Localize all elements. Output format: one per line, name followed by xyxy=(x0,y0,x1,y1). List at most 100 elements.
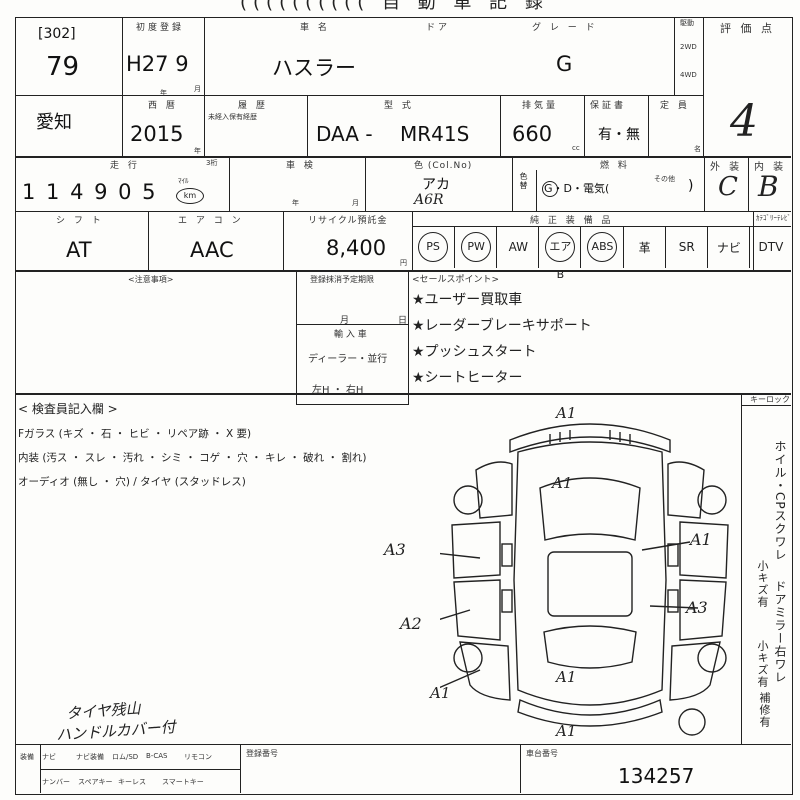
rule xyxy=(500,95,501,156)
color-code: A6R xyxy=(414,192,444,208)
year-value: 2015 xyxy=(130,122,184,146)
door-label: ドア xyxy=(426,23,451,33)
right-rear-fender xyxy=(669,641,721,701)
equipment-item-label: DTV xyxy=(758,240,784,254)
mileage-label: 走 行 xyxy=(110,161,140,171)
rule xyxy=(741,405,791,406)
first-reg-value: H27 9 xyxy=(126,52,189,76)
bottom-option-label: ロム/SD xyxy=(112,753,139,761)
keylock-label: キーロック xyxy=(750,395,790,404)
reg-exp-label: 登録抹消予定期限 xyxy=(310,275,374,284)
rule xyxy=(648,95,649,156)
first-reg-label: 初度登録 xyxy=(136,23,185,33)
rule xyxy=(307,95,308,156)
spare-wheel xyxy=(678,708,706,736)
mileage-value: 1 1 4 9 0 5 xyxy=(22,180,158,204)
windshield xyxy=(539,477,641,541)
chassis-value: 134257 xyxy=(618,764,695,788)
side-note-scratch-2: 小キズ有 xyxy=(756,640,769,688)
bottom-option-label: リモコン xyxy=(184,753,212,761)
left-rear-fender xyxy=(459,641,511,701)
mirror-right-rear xyxy=(667,589,679,613)
region-value: 愛知 xyxy=(36,112,72,133)
fuel-close: ) xyxy=(688,178,694,194)
rule xyxy=(40,769,240,770)
interior-value: B xyxy=(758,170,779,203)
fuel-value: G・D・電気( xyxy=(544,182,610,195)
rule xyxy=(296,404,409,405)
grade-label: グ レ ー ド xyxy=(532,23,598,33)
left-rear-door xyxy=(453,579,501,641)
leader-a1-right xyxy=(641,541,691,551)
rule xyxy=(40,744,41,793)
equipment-item-label: AW xyxy=(508,240,528,254)
sheet-frame xyxy=(15,17,793,795)
bottom-option-label: ナビ xyxy=(42,753,56,761)
equipment-item: ナビ xyxy=(706,226,750,268)
reg-number-label: 登録番号 xyxy=(246,749,278,758)
fuel-label: 燃 料 xyxy=(600,161,630,171)
rule xyxy=(15,270,791,272)
reg-exp-day: 日 xyxy=(398,316,408,326)
rule xyxy=(408,270,409,405)
wheel-front-right xyxy=(697,485,727,515)
warranty-label: 保証書 xyxy=(590,101,627,111)
side-note-repair: 補修有 xyxy=(758,692,771,728)
damage-mark-right-front: A1 xyxy=(690,530,712,549)
rule xyxy=(204,17,205,156)
rule xyxy=(296,270,297,405)
wheel-rear-left xyxy=(453,643,483,673)
damage-mark-left-front: A3 xyxy=(384,540,406,559)
car-damage-diagram xyxy=(440,423,729,736)
wheel-rear-right xyxy=(697,643,727,673)
drive-4wd: 4WD xyxy=(680,71,697,79)
reg-exp-month: 月 xyxy=(340,316,350,326)
left-front-door xyxy=(451,521,501,579)
sales-point-1: ★ユーザー買取車 xyxy=(412,292,523,308)
bottom-option-label: B-CAS xyxy=(146,752,168,760)
rule xyxy=(296,324,409,325)
shift-label: シ フ ト xyxy=(56,216,104,226)
rating-value: 4 xyxy=(730,96,758,147)
rule xyxy=(704,156,705,211)
rule xyxy=(674,17,675,95)
rule xyxy=(15,95,703,96)
rule xyxy=(748,156,749,211)
rule xyxy=(122,17,123,156)
rule xyxy=(703,17,704,156)
rear-bumper xyxy=(517,699,663,727)
leader-a3-right xyxy=(649,605,699,609)
car-name-value: ハスラー xyxy=(272,56,356,80)
damage-mark-right-rear: A3 xyxy=(686,598,708,617)
damage-mark-left-bottom: A1 xyxy=(430,684,451,702)
type-prefix: DAA - xyxy=(316,122,373,146)
equipment-label: 純 正 装 備 品 xyxy=(530,216,614,226)
inspector-line-audio: オーディオ (無し ・ 穴) / タイヤ (スタッドレス) xyxy=(18,476,246,488)
equipment-item-label: エアB xyxy=(545,232,576,281)
rule xyxy=(283,211,284,270)
equipment-item: ABS xyxy=(580,226,623,268)
bottom-option-label: ナンバー xyxy=(42,778,70,786)
recycle-value: 8,400 xyxy=(326,236,387,260)
exterior-value: C xyxy=(718,172,738,202)
equipment-item: DTV xyxy=(748,226,792,268)
car-name-label: 車 名 xyxy=(300,23,330,33)
rule xyxy=(520,744,521,793)
right-front-door xyxy=(679,521,729,579)
rule xyxy=(412,226,791,227)
inspection-month-unit: 月 xyxy=(352,199,359,207)
history-label: 履 歴 xyxy=(238,101,268,111)
drive-label: 駆動 xyxy=(680,19,694,27)
side-note-wheel: ホイル・CPスクワレ xyxy=(773,440,787,562)
shift-value: AT xyxy=(66,238,92,262)
mirror-left-rear xyxy=(501,589,513,613)
equipment-item: AW xyxy=(496,226,539,268)
chassis-label: 車台番号 xyxy=(526,749,558,758)
color-repaint-label: 色替 xyxy=(519,172,528,190)
leader-a2 xyxy=(440,609,471,620)
mileage-digits-label: 3桁 xyxy=(206,159,218,167)
rule xyxy=(741,393,742,744)
equipment-item-label: PW xyxy=(461,232,492,262)
header-title: (((((((((( 自 動 車 記 録 xyxy=(240,0,549,13)
capacity-unit: 名 xyxy=(694,145,701,153)
